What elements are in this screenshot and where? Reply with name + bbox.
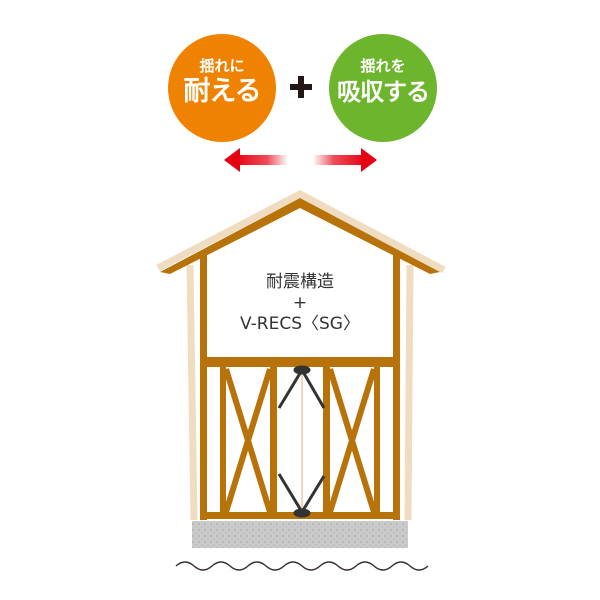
house-label-line1: 耐震構造 — [266, 272, 334, 292]
damper-v-recs — [277, 365, 326, 518]
left-arrow-icon — [224, 148, 288, 172]
left-badge-line2: 耐える — [183, 76, 261, 107]
house-sway-ghost — [156, 190, 446, 521]
house-label: 耐震構造 + V-RECS〈SG〉 — [200, 272, 400, 335]
right-arrow-icon — [313, 148, 377, 172]
plus-icon — [290, 76, 312, 98]
left-badge-line1: 揺れに — [199, 57, 245, 75]
left-badge: 揺れに 耐える — [167, 55, 277, 108]
ground-wave — [175, 561, 429, 571]
right-badge-line2: 吸収する — [337, 78, 430, 106]
cross-braces — [223, 368, 377, 513]
right-badge-circle — [329, 34, 437, 142]
foundation — [192, 521, 408, 548]
house-label-line2: + — [292, 293, 308, 313]
right-badge-line1: 揺れを — [360, 57, 406, 75]
left-badge-circle — [168, 34, 276, 142]
house-label-line3: V-RECS〈SG〉 — [240, 314, 360, 334]
right-badge: 揺れを 吸収する — [328, 55, 438, 108]
